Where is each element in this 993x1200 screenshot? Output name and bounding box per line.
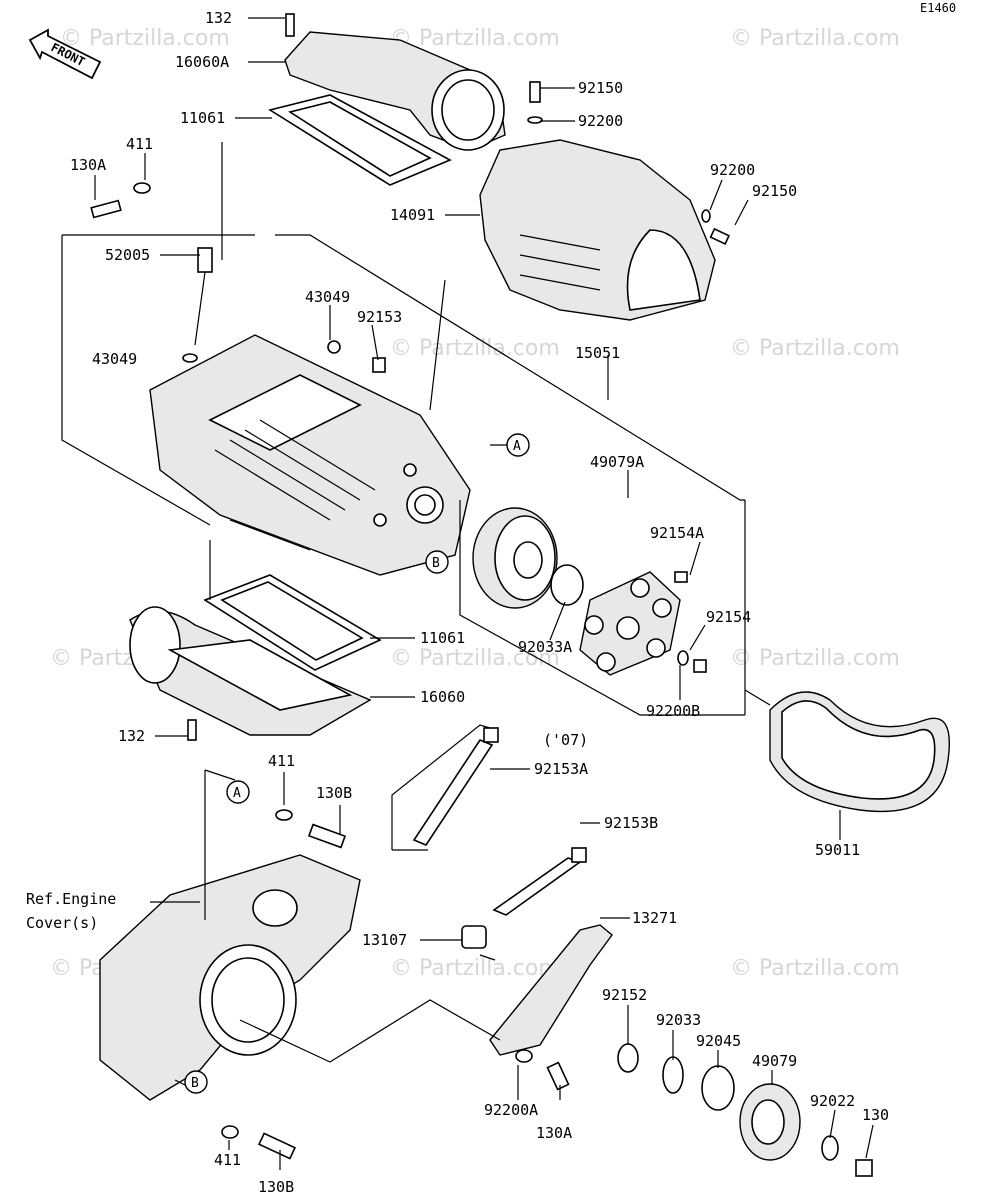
watermark: © Partzilla.com bbox=[730, 336, 900, 361]
part-label: 59011 bbox=[815, 841, 860, 859]
year-note: ('07) bbox=[543, 731, 588, 749]
part-label: 92200B bbox=[646, 702, 700, 720]
part-label: 16060A bbox=[175, 53, 229, 71]
drive-belt bbox=[769, 691, 950, 813]
svg-text:A: A bbox=[513, 439, 521, 454]
part-label: 130B bbox=[316, 784, 352, 802]
part-label: 92200A bbox=[484, 1101, 538, 1119]
part-label: 92154A bbox=[650, 524, 704, 542]
ref-note: Ref.Engine bbox=[26, 890, 116, 908]
part-label: 92200 bbox=[710, 161, 755, 179]
part-label: 92154 bbox=[706, 608, 751, 626]
drive-pulley bbox=[472, 507, 584, 609]
part-label: 11061 bbox=[180, 109, 225, 127]
lower-gasket bbox=[203, 574, 382, 671]
part-label: 16060 bbox=[420, 688, 465, 706]
svg-text:B: B bbox=[191, 1076, 199, 1091]
part-label: 411 bbox=[268, 752, 295, 770]
part-label: 92153 bbox=[357, 308, 402, 326]
bolt-icon bbox=[527, 81, 543, 124]
pulley-cover bbox=[479, 139, 716, 321]
bearing-parts bbox=[617, 1043, 873, 1177]
bolt-icon bbox=[90, 182, 151, 219]
ref-note: Cover(s) bbox=[26, 914, 98, 932]
part-label: 11061 bbox=[420, 629, 465, 647]
part-label: 411 bbox=[214, 1151, 241, 1169]
long-bolt-icon bbox=[492, 847, 587, 916]
callout-a: A bbox=[506, 433, 530, 457]
part-label: 92033A bbox=[518, 638, 572, 656]
watermark: © Partzilla.com bbox=[390, 956, 560, 981]
bolt-icon bbox=[701, 209, 731, 245]
part-label: 43049 bbox=[92, 350, 137, 368]
coupling-hub bbox=[579, 571, 707, 676]
part-label: 92152 bbox=[602, 986, 647, 1004]
part-label: 49079 bbox=[752, 1052, 797, 1070]
supercharger-body bbox=[149, 334, 471, 576]
part-label: 132 bbox=[118, 727, 145, 745]
part-label: 43049 bbox=[305, 288, 350, 306]
bolt-icon bbox=[515, 1049, 570, 1091]
leader-lines bbox=[61, 17, 874, 1170]
engine-cover bbox=[99, 854, 361, 1101]
svg-text:B: B bbox=[432, 556, 440, 571]
watermark: © Partzilla.com bbox=[60, 26, 230, 51]
tensioner-bracket bbox=[461, 924, 613, 1056]
part-label: 13271 bbox=[632, 909, 677, 927]
part-label: 13107 bbox=[362, 931, 407, 949]
watermark: © Partzilla.com bbox=[390, 26, 560, 51]
lower-intake-duct bbox=[129, 606, 372, 741]
part-label: 132 bbox=[205, 9, 232, 27]
part-label: 49079A bbox=[590, 453, 644, 471]
callout-b: B bbox=[184, 1070, 208, 1094]
bolt-icon bbox=[275, 809, 347, 849]
part-label: 92200 bbox=[578, 112, 623, 130]
part-label: 92022 bbox=[810, 1092, 855, 1110]
part-label: 14091 bbox=[390, 206, 435, 224]
callout-b: B bbox=[425, 550, 449, 574]
part-label: 411 bbox=[126, 135, 153, 153]
long-bolt-icon bbox=[412, 727, 499, 846]
diagram-code: E1460 bbox=[920, 1, 956, 15]
part-label: 92033 bbox=[656, 1011, 701, 1029]
part-label: 130B bbox=[258, 1178, 294, 1196]
part-label: 92153B bbox=[604, 814, 658, 832]
part-label: 92150 bbox=[752, 182, 797, 200]
svg-text:A: A bbox=[233, 786, 241, 801]
part-labels: 132 16060A 11061 411 130A 52005 43049 92… bbox=[26, 9, 889, 1196]
upper-gasket bbox=[267, 94, 452, 186]
watermark: © Partzilla.com bbox=[730, 956, 900, 981]
part-label: 52005 bbox=[105, 246, 150, 264]
part-label: 92150 bbox=[578, 79, 623, 97]
part-label: 92153A bbox=[534, 760, 588, 778]
watermark: © Partzilla.com bbox=[730, 646, 900, 671]
upper-intake-duct bbox=[284, 31, 506, 151]
watermark: © Partzilla.com bbox=[390, 646, 560, 671]
watermark: © Partzilla.com bbox=[390, 336, 560, 361]
watermarks: © Partzilla.com © Partzilla.com © Partzi… bbox=[50, 26, 900, 981]
part-label: 130 bbox=[862, 1106, 889, 1124]
part-label: 92045 bbox=[696, 1032, 741, 1050]
bolt-icon bbox=[285, 13, 295, 37]
watermark: © Partzilla.com bbox=[730, 26, 900, 51]
part-label: 130A bbox=[70, 156, 106, 174]
part-label: 15051 bbox=[575, 344, 620, 362]
bolt-icon bbox=[221, 1125, 297, 1160]
part-label: 130A bbox=[536, 1124, 572, 1142]
oil-line bbox=[182, 247, 386, 373]
callout-a: A bbox=[226, 780, 250, 804]
